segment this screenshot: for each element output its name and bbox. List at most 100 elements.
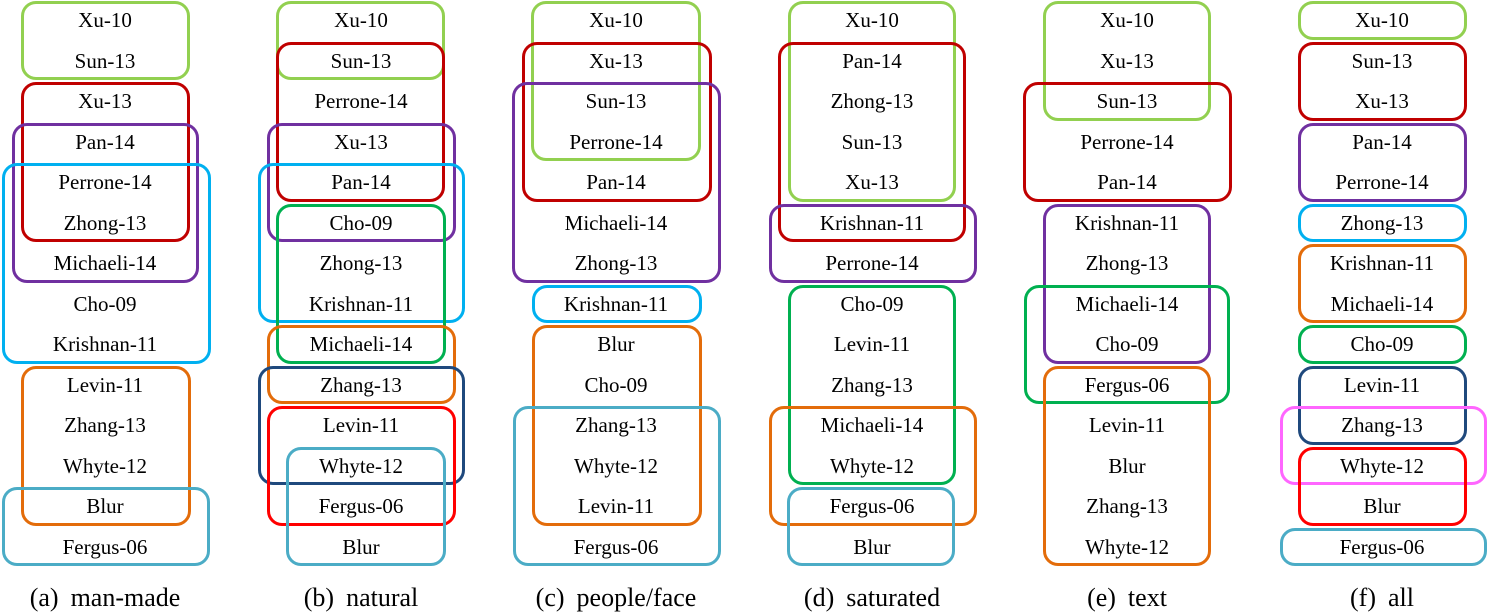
group-box-purple bbox=[512, 82, 721, 283]
panel-caption-name: saturated bbox=[846, 583, 941, 612]
method-label: Zhang-13 bbox=[1086, 494, 1168, 518]
panel-caption: (e)text bbox=[1087, 580, 1167, 616]
method-label: Cho-09 bbox=[1350, 332, 1414, 356]
group-box-teal bbox=[286, 446, 446, 566]
method-label: Xu-13 bbox=[334, 129, 388, 154]
group-box-dark-red bbox=[276, 41, 445, 202]
group-box-green bbox=[788, 284, 956, 485]
method-label: Michaeli-14 bbox=[820, 413, 924, 437]
method-label: Whyte-12 bbox=[830, 453, 914, 478]
group-box-teal bbox=[513, 406, 721, 566]
method-label: Sun-13 bbox=[1351, 48, 1413, 73]
group-box-purple bbox=[267, 122, 456, 242]
method-label: Blur bbox=[86, 494, 124, 518]
method-label: Zhong-13 bbox=[319, 251, 403, 275]
method-label: Xu-13 bbox=[78, 89, 132, 113]
group-box-orange bbox=[267, 325, 456, 404]
group-box-teal bbox=[787, 487, 955, 566]
method-label: Blur bbox=[597, 332, 635, 356]
method-label: Xu-10 bbox=[334, 8, 388, 32]
method-label: Pan-14 bbox=[842, 48, 902, 73]
method-label: Perrone-14 bbox=[58, 170, 152, 194]
method-label: Krishnan-11 bbox=[563, 291, 669, 316]
method-label: Michaeli-14 bbox=[564, 210, 668, 235]
method-label: Krishnan-11 bbox=[1074, 210, 1180, 235]
method-label: Sun-13 bbox=[585, 89, 647, 113]
method-label: Fergus-06 bbox=[1339, 534, 1425, 559]
group-box-purple bbox=[1043, 203, 1211, 364]
group-box-sky-blue bbox=[258, 163, 465, 323]
panel-caption: (b) natural bbox=[304, 580, 419, 616]
method-label: Cho-09 bbox=[73, 291, 137, 316]
group-box-navy bbox=[1298, 365, 1467, 445]
group-box-pink bbox=[1280, 406, 1487, 485]
method-label: Pan-14 bbox=[331, 170, 391, 194]
method-label: Levin-11 bbox=[1343, 372, 1421, 397]
method-label: Pan-14 bbox=[75, 129, 135, 154]
panel-caption-name: natural bbox=[346, 583, 419, 612]
group-box-light-green bbox=[276, 1, 445, 80]
method-label: Zhong-13 bbox=[1085, 251, 1169, 275]
group-box-dark-red bbox=[522, 41, 712, 202]
method-label: Perrone-14 bbox=[1335, 170, 1429, 194]
group-box-green bbox=[276, 203, 446, 364]
method-label: Cho-09 bbox=[840, 291, 904, 316]
method-label: Xu-13 bbox=[1355, 89, 1409, 113]
method-label: Cho-09 bbox=[329, 210, 393, 235]
method-label: Xu-10 bbox=[589, 8, 643, 32]
group-box-orange bbox=[1043, 365, 1211, 566]
method-label: Blur bbox=[853, 534, 891, 559]
method-label: Xu-13 bbox=[1100, 48, 1154, 73]
group-box-light-green bbox=[1043, 1, 1211, 121]
panel-caption-letter: (c) bbox=[535, 583, 565, 612]
group-box-purple bbox=[1298, 122, 1467, 202]
panel-caption-name: all bbox=[1387, 583, 1414, 612]
group-box-dark-red bbox=[778, 41, 966, 242]
panel-caption-name: text bbox=[1127, 583, 1167, 612]
method-label: Levin-11 bbox=[322, 413, 400, 437]
group-box-orange bbox=[21, 365, 191, 526]
group-box-navy bbox=[258, 365, 465, 485]
method-label: Blur bbox=[1363, 494, 1401, 518]
group-box-light-green bbox=[788, 1, 956, 202]
method-label: Krishnan-11 bbox=[52, 332, 158, 356]
method-label: Zhang-13 bbox=[320, 372, 402, 397]
method-label: Levin-11 bbox=[1088, 413, 1166, 437]
group-box-dark-red bbox=[1023, 82, 1232, 202]
method-label: Perrone-14 bbox=[825, 251, 919, 275]
method-label: Pan-14 bbox=[1097, 170, 1157, 194]
method-label: Xu-10 bbox=[845, 8, 899, 32]
group-box-light-green bbox=[531, 1, 701, 161]
method-label: Whyte-12 bbox=[574, 453, 658, 478]
method-label: Levin-11 bbox=[577, 494, 655, 518]
group-box-purple bbox=[769, 203, 977, 283]
method-label: Whyte-12 bbox=[1340, 453, 1424, 478]
method-label: Fergus-06 bbox=[62, 534, 148, 559]
method-label: Krishnan-11 bbox=[1329, 251, 1435, 275]
group-box-teal bbox=[2, 487, 210, 566]
method-label: Zhang-13 bbox=[831, 372, 913, 397]
method-label: Cho-09 bbox=[584, 372, 648, 397]
method-label: Michaeli-14 bbox=[53, 251, 157, 275]
group-box-light-green bbox=[21, 1, 190, 80]
group-box-orange bbox=[532, 325, 702, 526]
panel-caption: (d) saturated bbox=[804, 580, 940, 616]
method-label: Zhong-13 bbox=[1340, 210, 1424, 235]
method-label: Sun-13 bbox=[74, 48, 136, 73]
method-label: Sun-13 bbox=[841, 129, 903, 154]
group-box-sky-blue bbox=[2, 163, 211, 364]
group-box-light-green bbox=[1298, 1, 1467, 40]
group-box-orange bbox=[769, 406, 977, 526]
method-label: Michaeli-14 bbox=[309, 332, 413, 356]
method-label: Michaeli-14 bbox=[1075, 291, 1179, 316]
method-label: Zhang-13 bbox=[64, 413, 146, 437]
group-box-purple bbox=[12, 122, 199, 283]
group-box-sky-blue bbox=[1298, 203, 1467, 242]
group-box-sky-blue bbox=[532, 284, 702, 323]
panel-caption-letter: (a) bbox=[29, 583, 59, 612]
method-label: Fergus-06 bbox=[573, 534, 659, 559]
panel-caption-letter: (d) bbox=[803, 583, 835, 612]
panel-caption-letter: (b) bbox=[303, 583, 335, 612]
group-box-orange bbox=[1298, 244, 1467, 323]
